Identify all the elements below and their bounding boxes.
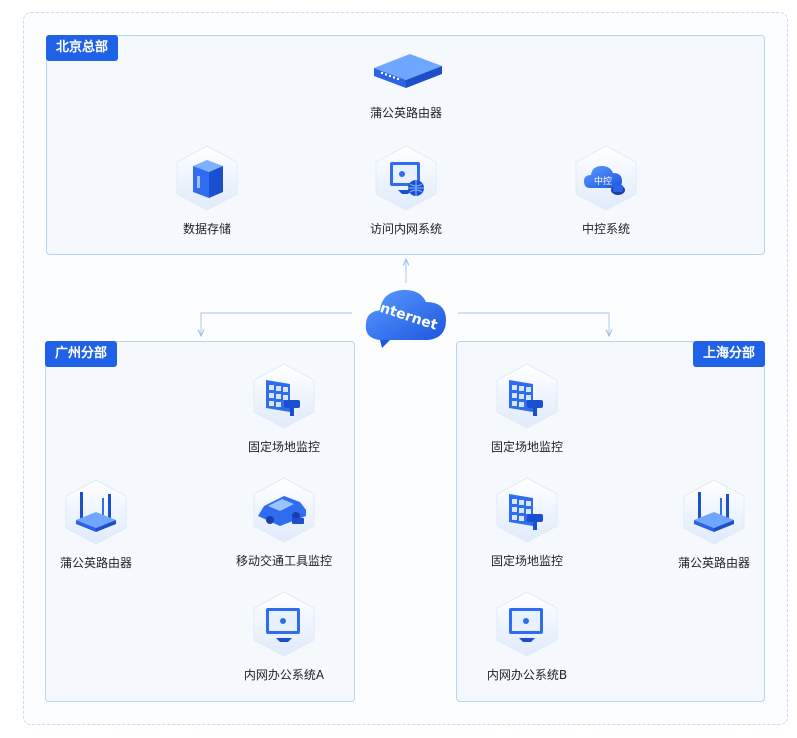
hq-title: 北京总部	[46, 35, 119, 61]
gz-mobile-monitor-label: 移动交通工具监控	[235, 554, 332, 568]
sh-office-label: 内网办公系统B	[486, 668, 568, 682]
hq-router-node[interactable]: 蒲公英路由器	[341, 46, 471, 121]
monitor-globe-icon	[372, 144, 440, 212]
building-camera-icon	[250, 362, 318, 430]
internet-cloud-icon: Internet	[365, 289, 446, 348]
sh-router-node[interactable]: 蒲公英路由器	[649, 478, 779, 571]
guangzhou-title: 广州分部	[45, 341, 118, 367]
hq-intranet-node[interactable]: 访问内网系统	[341, 144, 471, 237]
sh-fixed-monitor-2-node[interactable]: 固定场地监控	[462, 476, 592, 569]
hq-central-label: 中控系统	[581, 222, 630, 236]
hq-router-label: 蒲公英路由器	[369, 106, 442, 120]
cloud-lock-icon: 中控	[572, 144, 640, 212]
router-box-icon	[366, 46, 446, 94]
sh-fixed-monitor-1-node[interactable]: 固定场地监控	[462, 362, 592, 455]
wifi-router-icon	[680, 478, 748, 546]
building-camera-icon	[493, 476, 561, 544]
hq-central-node[interactable]: 中控 中控系统	[541, 144, 671, 237]
server-icon	[173, 144, 241, 212]
gz-fixed-monitor-node[interactable]: 固定场地监控	[219, 362, 349, 455]
cloud-label: 中控	[594, 175, 612, 187]
hq-storage-label: 数据存储	[182, 222, 231, 236]
gz-office-node[interactable]: 内网办公系统A	[219, 590, 349, 683]
hq-storage-node[interactable]: 数据存储	[142, 144, 272, 237]
internet-to-shanghai	[458, 312, 609, 336]
gz-router-label: 蒲公英路由器	[59, 556, 132, 570]
sh-fixed-monitor-2-label: 固定场地监控	[490, 554, 563, 568]
sh-router-label: 蒲公英路由器	[677, 556, 750, 570]
gz-router-node[interactable]: 蒲公英路由器	[31, 478, 161, 571]
shanghai-title: 上海分部	[692, 341, 765, 367]
building-camera-icon	[493, 362, 561, 430]
monitor-icon	[493, 590, 561, 658]
internet-cloud: Internet	[360, 280, 452, 350]
sh-office-node[interactable]: 内网办公系统B	[462, 590, 592, 683]
car-camera-icon	[250, 476, 318, 544]
hq-intranet-label: 访问内网系统	[369, 222, 442, 236]
gz-office-label: 内网办公系统A	[243, 668, 325, 682]
internet-to-guangzhou	[201, 312, 352, 336]
wifi-router-icon	[62, 478, 130, 546]
sh-fixed-monitor-1-label: 固定场地监控	[490, 440, 563, 454]
monitor-icon	[250, 590, 318, 658]
gz-mobile-monitor-node[interactable]: 移动交通工具监控	[219, 476, 349, 569]
gz-fixed-monitor-label: 固定场地监控	[247, 440, 320, 454]
